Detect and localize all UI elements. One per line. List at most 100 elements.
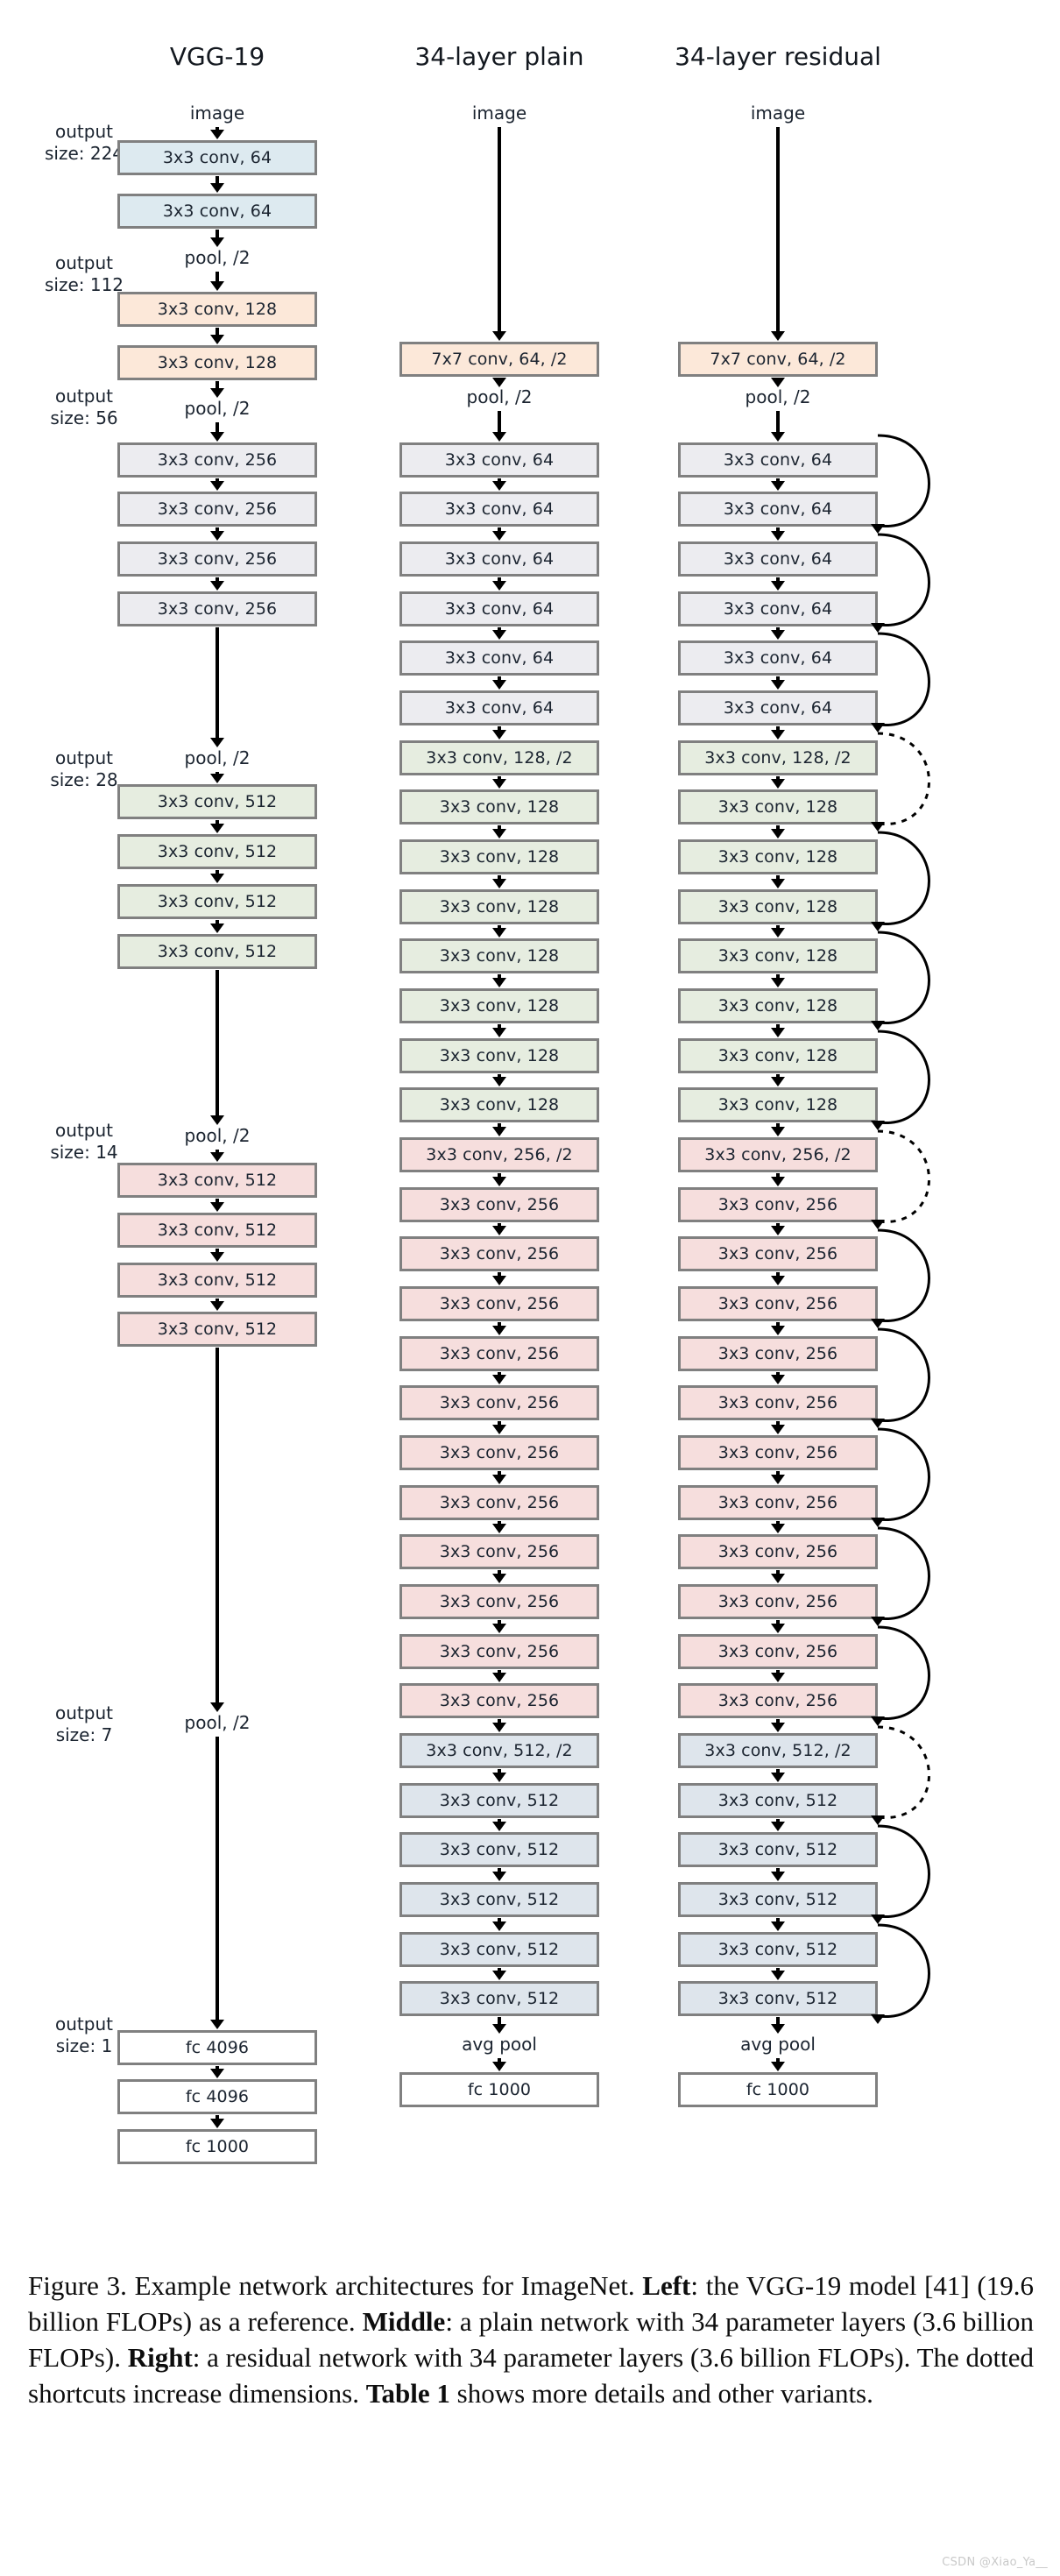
layer-box-label: 3x3 conv, 512 — [157, 941, 278, 961]
layer-box-label: 3x3 conv, 64 — [723, 548, 833, 569]
layer-box: 3x3 conv, 128 — [399, 889, 599, 924]
arrow-shaft — [216, 527, 219, 533]
arrow-shaft — [498, 577, 501, 583]
arrow-shaft — [216, 1737, 219, 2021]
arrow-shaft — [216, 627, 219, 740]
flow-arrow — [207, 1737, 228, 2029]
layer-box-label: 3x3 conv, 256 — [439, 1343, 560, 1363]
output-size-line2: size: 28 — [50, 769, 118, 790]
layer-box-label: 3x3 conv, 128 — [717, 945, 838, 966]
layer-box-label: 3x3 conv, 256 — [717, 1293, 838, 1313]
layer-box: 3x3 conv, 256 — [399, 1584, 599, 1619]
output-size-line2: size: 112 — [44, 274, 124, 295]
arrow-shaft — [498, 1719, 501, 1724]
layer-box: 3x3 conv, 256 — [678, 1534, 878, 1569]
layer-box-label: 3x3 conv, 256 — [157, 548, 278, 569]
layer-box: 3x3 conv, 128 — [117, 345, 317, 380]
column-title-plain34: 34-layer plain — [414, 42, 584, 71]
arrow-head-icon — [492, 481, 506, 491]
layer-box-label: 3x3 conv, 128 — [717, 1045, 838, 1065]
arrow-head-icon — [771, 378, 785, 387]
arrow-head-icon — [492, 1971, 506, 1980]
arrow-shaft — [498, 1570, 501, 1575]
arrow-shaft — [498, 1074, 501, 1079]
arrow-head-icon — [210, 1301, 224, 1311]
arrow-shaft — [216, 230, 219, 239]
arrow-head-icon — [771, 1028, 785, 1037]
output-size-line2: size: 56 — [50, 407, 118, 428]
flow-arrow — [767, 676, 788, 690]
residual-shortcut-solid — [877, 632, 930, 726]
flow-arrow — [207, 970, 228, 1125]
layer-box-label: 3x3 conv, 512 — [717, 1889, 838, 1909]
arrow-head-icon — [771, 1624, 785, 1633]
output-size-line2: size: 1 — [55, 2035, 113, 2056]
arrow-head-icon — [210, 531, 224, 541]
layer-box: 3x3 conv, 512 — [117, 784, 317, 819]
flow-text-node: pool, /2 — [184, 1712, 251, 1733]
output-size-line1: output — [55, 121, 113, 142]
arrow-head-icon — [492, 879, 506, 888]
flow-arrow — [207, 870, 228, 883]
arrow-head-icon — [492, 2024, 506, 2034]
layer-box-label: 3x3 conv, 512 — [439, 1988, 560, 2008]
arrow-shaft — [498, 1918, 501, 1923]
arrow-shaft — [498, 2017, 501, 2026]
flow-arrow — [767, 1868, 788, 1881]
arrow-head-icon — [492, 1524, 506, 1533]
arrow-shaft — [498, 1670, 501, 1674]
flow-arrow — [207, 478, 228, 491]
flow-arrow — [767, 627, 788, 640]
layer-box-label: 3x3 conv, 128 — [439, 1094, 560, 1115]
layer-box-label: 3x3 conv, 256 — [717, 1243, 838, 1263]
layer-box-label: 3x3 conv, 64 — [444, 548, 555, 569]
layer-box: 3x3 conv, 256 — [399, 1634, 599, 1669]
flow-arrow — [489, 776, 510, 789]
layer-box: 3x3 conv, 128 — [678, 988, 878, 1023]
layer-box-label: 3x3 conv, 128 — [717, 796, 838, 817]
arrow-head-icon — [492, 1822, 506, 1831]
arrow-head-icon — [210, 130, 224, 139]
layer-box-label: 3x3 conv, 512 — [157, 791, 278, 811]
layer-box-label: 3x3 conv, 64 — [162, 201, 272, 221]
layer-box: 3x3 conv, 256 — [678, 1435, 878, 1470]
caption-emphasis: Middle — [362, 2306, 446, 2337]
arrow-head-icon — [771, 481, 785, 491]
caption-text: Figure 3. Example network architectures … — [28, 2270, 643, 2301]
layer-box: 7x7 conv, 64, /2 — [399, 342, 599, 377]
layer-box: 3x3 conv, 256 — [678, 1187, 878, 1222]
layer-box-label: 3x3 conv, 128 — [717, 1094, 838, 1115]
flow-text-node: pool, /2 — [745, 386, 811, 407]
layer-box: 3x3 conv, 256 — [399, 1385, 599, 1420]
flow-arrow — [489, 1868, 510, 1881]
layer-box-label: 3x3 conv, 512, /2 — [704, 1740, 852, 1760]
layer-box-label: 3x3 conv, 64 — [444, 598, 555, 619]
flow-arrow — [489, 1173, 510, 1186]
arrow-shaft — [216, 272, 219, 283]
layer-box: 3x3 conv, 512 — [399, 1783, 599, 1818]
layer-box: fc 4096 — [117, 2030, 317, 2065]
residual-shortcut-solid — [877, 1625, 930, 1720]
arrow-head-icon — [492, 1673, 506, 1682]
arrow-head-icon — [210, 2069, 224, 2078]
flow-arrow — [767, 127, 788, 341]
layer-box-label: 3x3 conv, 512 — [439, 1839, 560, 1859]
arrow-shaft — [498, 127, 501, 333]
layer-box: 3x3 conv, 128 — [399, 839, 599, 874]
layer-box: 3x3 conv, 512, /2 — [399, 1733, 599, 1768]
output-size-line1: output — [55, 2013, 113, 2035]
flow-arrow — [767, 875, 788, 888]
flow-arrow — [207, 272, 228, 291]
layer-box-label: 3x3 conv, 256 — [717, 1641, 838, 1661]
flow-arrow — [207, 422, 228, 442]
arrow-shaft — [776, 1570, 780, 1575]
arrow-head-icon — [492, 2062, 506, 2071]
arrow-head-icon — [492, 1475, 506, 1484]
arrow-head-icon — [771, 1921, 785, 1931]
flow-arrow — [207, 328, 228, 344]
layer-box: 3x3 conv, 64 — [117, 194, 317, 229]
flow-arrow — [489, 627, 510, 640]
layer-box-label: 3x3 conv, 64 — [723, 449, 833, 470]
